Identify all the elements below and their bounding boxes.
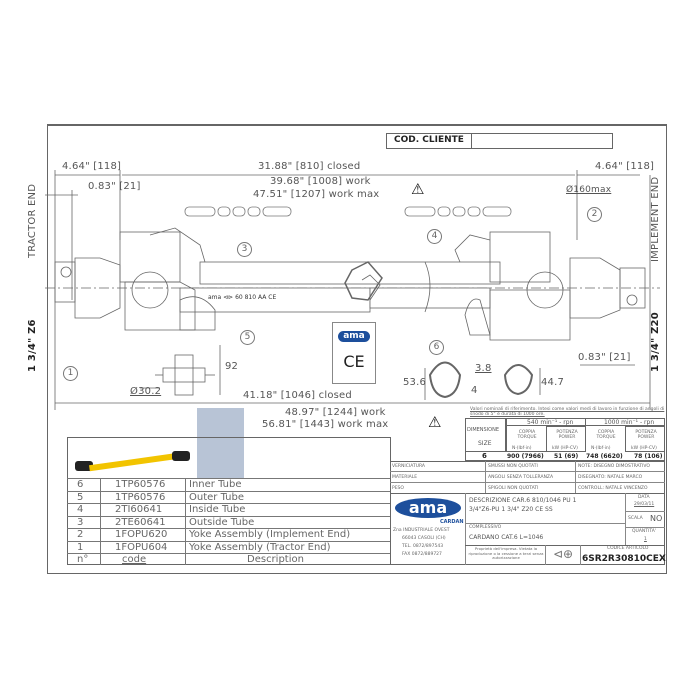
dimension-label: DIMENSIONE — [467, 427, 500, 433]
controllato-label: CONTROLL: NATALE VINCENZO — [578, 486, 648, 491]
materiale-label: MATERIALE — [392, 475, 418, 480]
tractor-end-label: TRACTOR END — [27, 183, 38, 258]
codice-label: CODICE ARTICOLO — [607, 546, 649, 551]
dim-diameter-max: Ø160max — [566, 185, 612, 195]
manual-booklet: ama CE — [332, 322, 376, 384]
balloon-1: 1 — [63, 366, 78, 381]
client-code-label: COD. CLIENTE — [394, 135, 464, 145]
torque-label-540: COPPIA TORQUE — [517, 430, 537, 440]
torque-1000-value: 748 (6620) — [586, 453, 623, 460]
implement-spline-label: 1 3/4" Z20 — [650, 312, 661, 372]
rpm-540: 540 min⁻¹ - rpn — [527, 419, 574, 426]
angoli-label: ANGOLI SENZA TOLLERANZA — [488, 475, 554, 480]
quantita-label: QUANTITA' — [632, 529, 657, 534]
client-code-label-cell — [386, 133, 472, 149]
tube-marking: ama ⊲⊳ 60 810 AA CE — [208, 294, 277, 301]
torque-540-value: 900 (7966) — [507, 453, 544, 460]
title-block — [390, 461, 665, 565]
power-unit-1000: kW (HP-CV) — [631, 446, 657, 451]
quantita-value: 1 — [644, 537, 647, 542]
drawing-frame — [47, 124, 667, 574]
scala-label: SCALA — [628, 516, 643, 521]
note-label: NOTE: DISEGNO DIMOSTRATIVO — [578, 464, 650, 469]
codice-value: 6SR2R30810CEX — [582, 554, 666, 564]
manual-photo — [197, 408, 244, 478]
balloon-4: 4 — [427, 229, 442, 244]
address-line: FAX 0872/889727 — [402, 552, 442, 557]
dim-closed-tube: 31.88" [810] closed — [258, 161, 361, 172]
dim-right-offset: 0.83" [21] — [578, 352, 631, 363]
ce-mark: CE — [343, 352, 365, 371]
torque-unit-1000: N·(lbf·in) — [591, 446, 611, 451]
power-unit-540: kW (HP-CV) — [552, 446, 578, 451]
dim-cross-height: 92 — [225, 361, 239, 372]
torque-unit-540: N·(lbf·in) — [512, 446, 532, 451]
smussi-label: SMUSSI NON QUOTATI — [488, 464, 538, 469]
proprieta-note: Proprietà dell'impresa. Vietata la ripro… — [468, 546, 544, 560]
address-line: TEL. 0872/897543 — [402, 544, 444, 549]
description-line-1: DESCRIZIONE CAR.6 810/1046 PU 1 — [469, 497, 577, 504]
balloon-2: 2 — [587, 207, 602, 222]
address-line: Zna INDUSTRIALE OVEST — [393, 528, 450, 533]
power-label-1000: POTENZA POWER — [635, 430, 657, 440]
dim-work-max-total: 56.81" [1443] work max — [262, 419, 389, 430]
spigoli-label: SPIGOLI NON QUOTATI — [488, 486, 539, 491]
shaft-photo — [75, 451, 190, 472]
tractor-spline-label: 1 3/4" Z6 — [27, 319, 38, 372]
rpm-1000: 1000 min⁻¹ - rpn — [604, 419, 655, 426]
company-logo-sub: CARDAN — [440, 519, 464, 525]
dim-work-total: 48.97" [1244] work — [285, 407, 386, 418]
dim-profile-outer: 53.6 — [403, 377, 427, 388]
dim-cross-diameter: Ø30.2 — [130, 386, 162, 397]
balloon-3: 3 — [237, 242, 252, 257]
dim-work-max-tube: 47.51" [1207] work max — [253, 189, 380, 200]
disegnato-label: DISEGNATO: NATALE MARCO — [578, 475, 643, 480]
balloon-5: 5 — [240, 330, 255, 345]
size-label: SIZE — [478, 440, 492, 447]
warning-icon: ⚠ — [428, 413, 442, 431]
power-label-540: POTENZA POWER — [556, 430, 578, 440]
description-line-2: 3/4"Z6-PU 1 3/4" Z20 CE SS — [469, 506, 553, 513]
dim-left-offset: 0.83" [21] — [88, 181, 141, 192]
peso-label: PESO — [392, 486, 404, 491]
size-value: 6 — [482, 452, 487, 460]
power-1000-value: 78 (106) — [634, 453, 663, 460]
brand-logo: ama — [338, 331, 370, 342]
scala-value: NO — [650, 514, 663, 523]
company-logo: ama — [395, 498, 461, 518]
balloon-6: 6 — [429, 340, 444, 355]
complessivo-value: CARDANO CAT.6 L=1046 — [469, 534, 544, 541]
dim-profile-wall-inner: 4 — [471, 385, 478, 396]
verniciatura-label: VERNICIATURA — [392, 464, 426, 469]
warning-icon: ⚠ — [411, 180, 425, 198]
complessivo-label: COMPLESSIVO — [469, 525, 502, 530]
dim-left-yoke: 4.64" [118] — [62, 161, 122, 172]
dim-profile-wall-outer: 3.8 — [475, 363, 492, 374]
projection-symbol-icon: ⊲⊕ — [553, 547, 574, 561]
dim-right-yoke: 4.64" [118] — [595, 161, 655, 172]
power-540-value: 51 (69) — [554, 453, 579, 460]
dim-profile-inner: 44.7 — [541, 377, 565, 388]
dim-work-tube: 39.68" [1008] work — [270, 176, 371, 187]
dim-closed-total: 41.18" [1046] closed — [243, 390, 352, 401]
data-label: DATA — [638, 495, 650, 500]
address-line: 66043 CASOLI (CH) — [402, 536, 446, 541]
specs-note: Valori nominali di riferimento. Intesi c… — [470, 407, 665, 417]
torque-label-1000: COPPIA TORQUE — [596, 430, 616, 440]
implement-end-label: IMPLEMENT END — [650, 176, 661, 262]
data-value: 29/03/11 — [634, 502, 655, 507]
